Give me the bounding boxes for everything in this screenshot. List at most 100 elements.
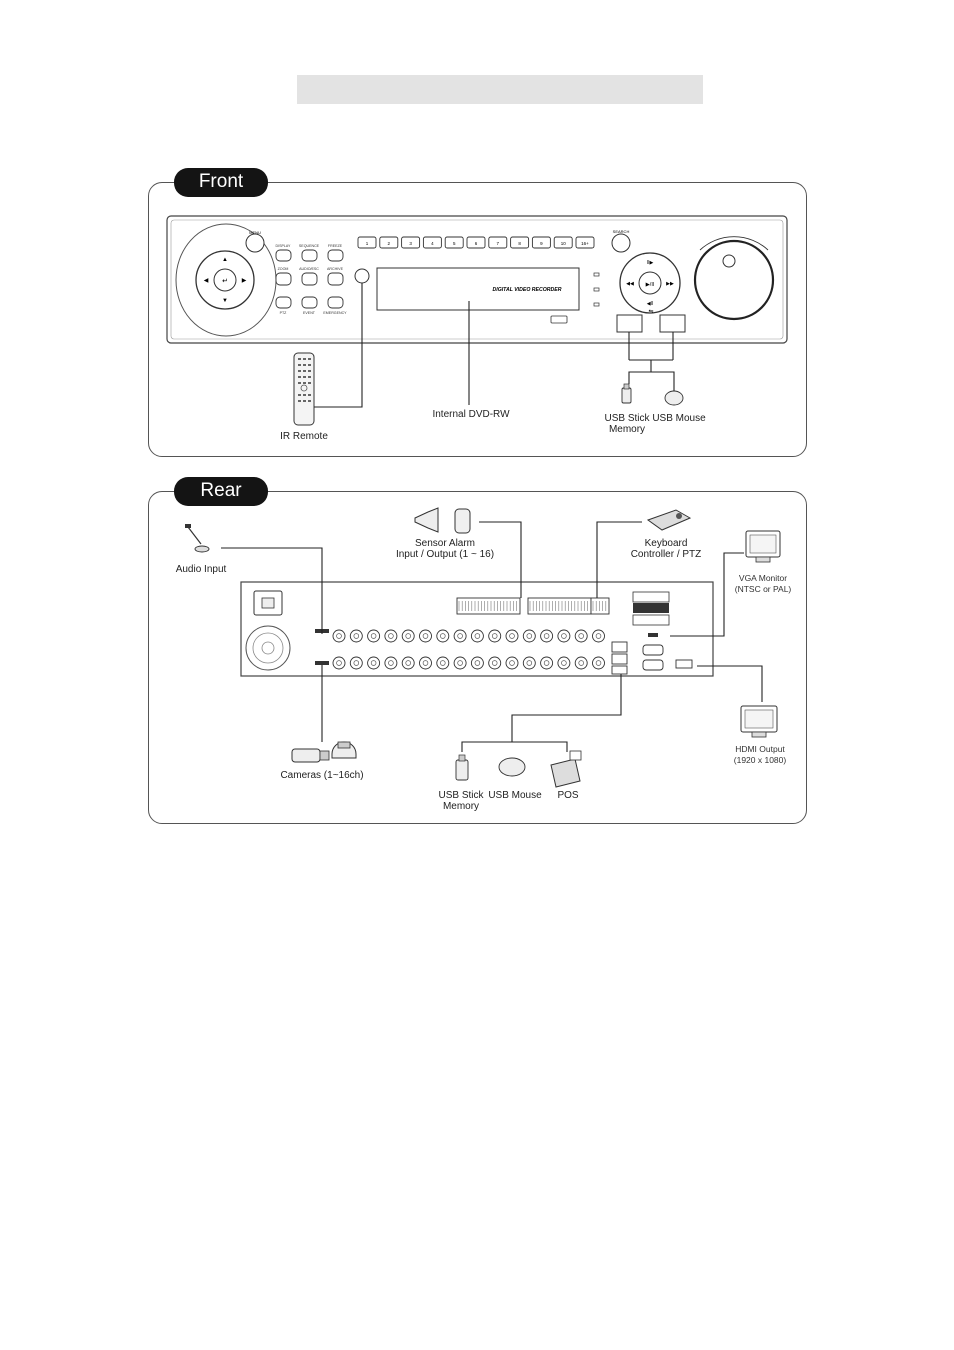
keyboard-label-2: Controller / PTZ — [630, 549, 702, 560]
channel-button-label: 10 — [561, 241, 567, 246]
svg-text:ZOOM: ZOOM — [278, 267, 289, 271]
svg-text:◀◀: ◀◀ — [626, 281, 634, 287]
bnc-connector — [436, 656, 450, 670]
bnc-connector — [592, 656, 605, 670]
bnc-connector-core — [526, 633, 533, 639]
bnc-connector — [557, 629, 571, 643]
bnc-connector-core — [578, 633, 584, 639]
svg-text:▶/II: ▶/II — [646, 282, 655, 288]
bnc-connector-core — [440, 660, 446, 666]
camera-bnc-connectors — [332, 629, 605, 670]
channel-button — [531, 236, 551, 249]
bnc-connector-core — [353, 633, 360, 639]
bnc-connector-core — [457, 633, 463, 639]
sensor-alarm-terminals — [456, 597, 610, 615]
cameras-label: Cameras (1~16ch) — [280, 770, 364, 781]
channel-button-label: 1 — [366, 241, 369, 246]
svg-text:SEARCH: SEARCH — [613, 229, 630, 234]
bnc-connector-core — [491, 633, 498, 639]
bnc-connector — [505, 629, 519, 643]
front-usb-stick-label-2: Memory — [608, 424, 646, 435]
bnc-connector-core — [543, 660, 550, 666]
svg-text:AUDIO/ESC: AUDIO/ESC — [299, 267, 319, 271]
audio-input-label: Audio Input — [175, 564, 227, 575]
ir-remote-label: IR Remote — [280, 431, 328, 442]
channel-button-label: 9 — [540, 241, 543, 246]
bnc-connector — [488, 656, 502, 670]
bnc-connector-core — [336, 660, 342, 666]
dvd-label: Internal DVD-RW — [432, 409, 510, 420]
front-usb-stick-label-1: USB Stick — [604, 413, 650, 424]
bnc-connector — [540, 629, 554, 643]
channel-button — [379, 236, 399, 249]
page-header-bar — [297, 75, 703, 104]
bnc-connector-core — [388, 633, 394, 639]
bnc-connector-core — [474, 660, 481, 666]
bnc-connector — [332, 629, 346, 643]
bnc-connector-core — [405, 633, 411, 639]
bnc-connector-core — [561, 660, 567, 666]
terminal-block — [590, 597, 610, 615]
bnc-connector — [574, 629, 588, 643]
bnc-connector-core — [440, 633, 446, 639]
svg-text:▶▶: ▶▶ — [666, 281, 674, 287]
bnc-connector-core — [405, 660, 411, 666]
bnc-connector — [349, 656, 363, 670]
bnc-connector — [401, 656, 415, 670]
sensor-alarm-label-2: Input / Output (1 ~ 16) — [395, 549, 495, 560]
svg-text:◀: ◀ — [204, 278, 209, 284]
bnc-connector — [505, 656, 519, 670]
bnc-connector — [540, 656, 554, 670]
bnc-connector-core — [370, 660, 377, 666]
channel-button-label: 3 — [409, 241, 412, 246]
vga-monitor-label-1: VGA Monitor — [738, 573, 788, 583]
channel-button — [444, 236, 464, 249]
bnc-connector-core — [457, 660, 463, 666]
channel-button — [466, 236, 486, 249]
bnc-connector — [349, 629, 363, 643]
rear-usb-stick-label-2: Memory — [442, 801, 480, 812]
bnc-connector-core — [509, 660, 515, 666]
vga-monitor-label-2: (NTSC or PAL) — [734, 584, 792, 594]
bnc-connector — [367, 629, 381, 643]
bnc-connector-core — [509, 633, 515, 639]
svg-text:EMERGENCY: EMERGENCY — [323, 311, 347, 315]
hdmi-output-label-2: (1920 x 1080) — [733, 755, 787, 765]
bnc-connector — [401, 629, 415, 643]
front-tab: Front — [174, 168, 268, 197]
bnc-connector — [592, 629, 605, 643]
front-usb-mouse-label: USB Mouse — [652, 413, 706, 424]
bnc-connector — [436, 629, 450, 643]
rear-usb-mouse-label: USB Mouse — [488, 790, 542, 801]
bnc-connector — [367, 656, 381, 670]
rear-usb-stick-label-1: USB Stick — [438, 790, 484, 801]
svg-text:EVENT: EVENT — [303, 311, 316, 315]
svg-text:⇋: ⇋ — [648, 308, 653, 315]
channel-button-label: 2 — [388, 241, 391, 246]
channel-button — [575, 236, 595, 249]
svg-text:◀II: ◀II — [647, 301, 654, 307]
bnc-connector — [522, 629, 536, 643]
terminal-block — [527, 597, 592, 615]
bnc-connector — [419, 656, 432, 670]
rear-device-drawing — [185, 507, 781, 788]
bnc-connector-core — [422, 660, 429, 666]
bnc-connector-core — [370, 633, 377, 639]
channel-button-label: 6 — [475, 241, 478, 246]
svg-text:PTZ: PTZ — [280, 311, 288, 315]
channel-button-label: 7 — [497, 241, 500, 246]
svg-text:▲: ▲ — [222, 257, 228, 263]
bnc-connector-core — [561, 633, 567, 639]
channel-button-label: 16+ — [581, 241, 589, 246]
keyboard-label-1: Keyboard — [644, 538, 688, 549]
bnc-connector-core — [474, 633, 481, 639]
rear-tab: Rear — [174, 477, 268, 506]
bnc-connector — [453, 656, 467, 670]
bnc-connector — [557, 656, 571, 670]
bnc-connector — [470, 629, 484, 643]
bnc-connector-core — [595, 660, 602, 666]
channel-button-label: 4 — [431, 241, 434, 246]
channel-button — [357, 236, 377, 249]
